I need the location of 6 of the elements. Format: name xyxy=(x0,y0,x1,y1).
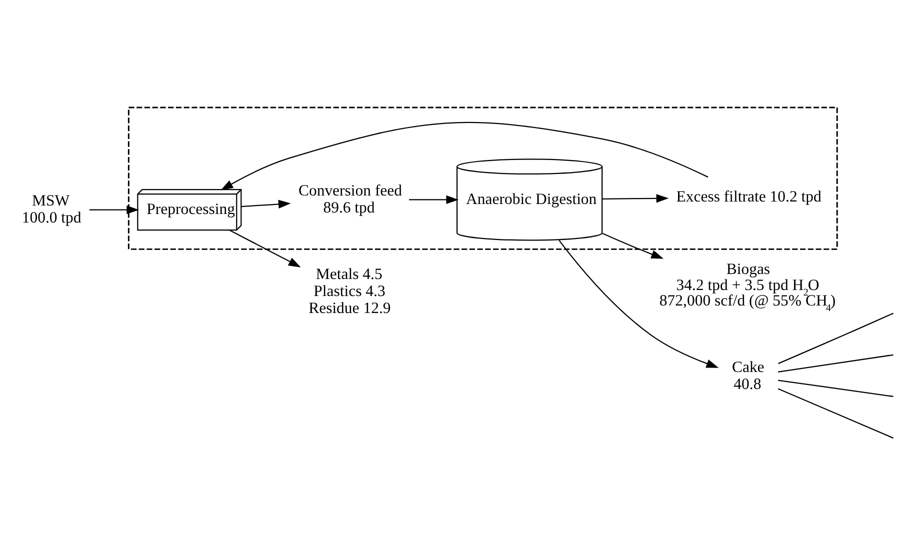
node-text: Biogas 34.2 tpd + 3.5 tpd H$_{2}$O 872,000 scf/d (@ 55% CH$_{4}$) xyxy=(659,261,836,314)
node-text: Cake 40.8 xyxy=(732,358,764,393)
node-text: MSW 100.0 tpd xyxy=(22,192,82,226)
node-text: Conversion feed 89.6 tpd xyxy=(298,182,402,216)
node-text: Metals 4.5 Plastics 4.3 Residue 12.9 xyxy=(308,266,391,317)
node-text: Excess filtrate 10.2 tpd xyxy=(676,188,822,206)
